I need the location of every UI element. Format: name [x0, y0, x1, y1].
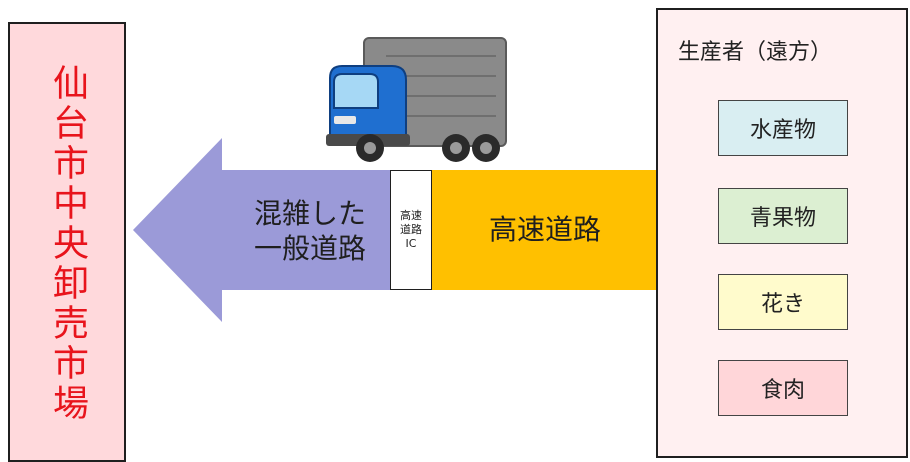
interchange-box: 高速 道路 IC [390, 170, 432, 290]
highway-bar [432, 170, 656, 290]
local-road-label-line1: 混雑した [253, 197, 366, 230]
product-meat: 食肉 [718, 360, 848, 416]
truck-icon [326, 37, 507, 162]
interchange-label-line3: IC [405, 237, 417, 251]
producer-title: 生産者（遠方） [678, 40, 833, 65]
product-flowers: 花き [718, 274, 848, 330]
local-road-label-line2: 一般道路 [253, 232, 366, 265]
local-road-label: 混雑した 一般道路 [240, 196, 380, 266]
product-seafood: 水産物 [718, 100, 848, 156]
highway-label: 高速道路 [488, 213, 601, 246]
interchange-label-line1: 高速 [400, 208, 422, 222]
market-box: 仙台市中央卸売市場 [8, 22, 126, 462]
interchange-label-line2: 道路 [400, 222, 422, 236]
local-road-arrow [133, 138, 392, 322]
market-title: 仙台市中央卸売市場 [47, 64, 88, 424]
route-diagram [133, 37, 656, 322]
product-produce: 青果物 [718, 188, 848, 244]
